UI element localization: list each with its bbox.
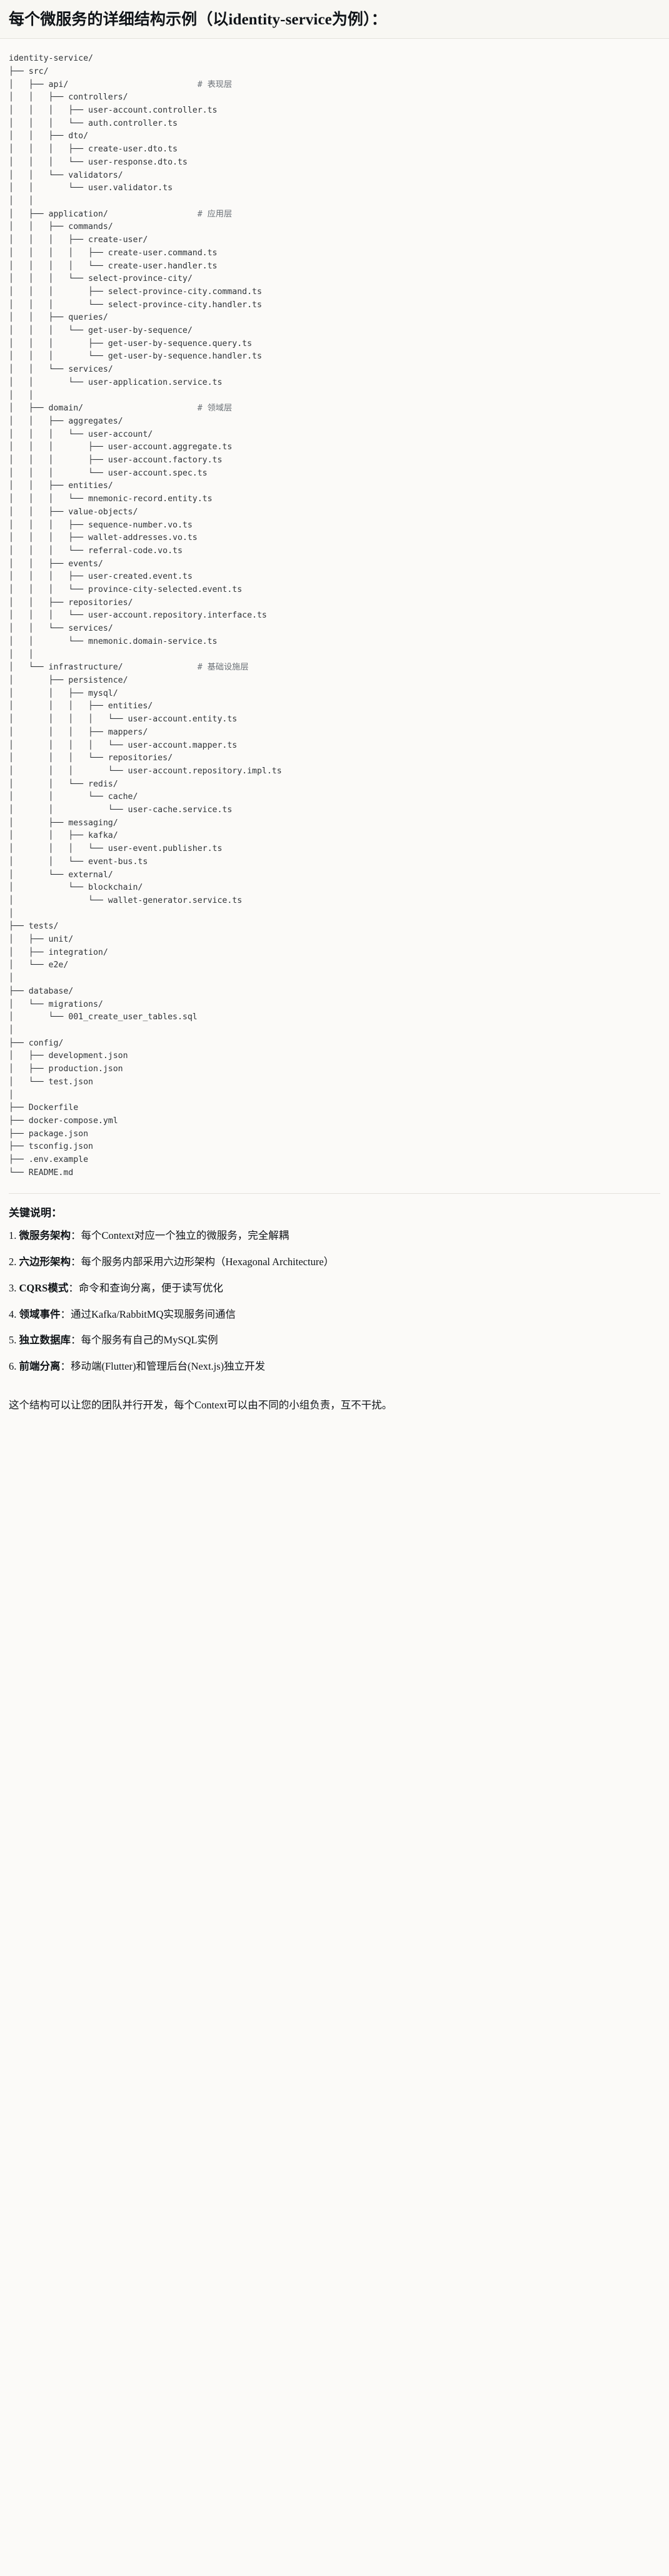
key-point-desc: ：每个服务内部采用六边形架构（Hexagonal Architecture） <box>71 1256 334 1268</box>
key-point-term: 六边形架构 <box>19 1256 71 1268</box>
directory-tree-block: identity-service/ ├── src/ │ ├── api/ # … <box>0 39 669 1193</box>
key-point-desc: ：命令和查询分离，便于读写优化 <box>68 1281 223 1294</box>
key-points-section: 关键说明： 微服务架构：每个Context对应一个独立的微服务，完全解耦 六边形… <box>0 1194 669 1392</box>
key-point-desc: ：每个服务有自己的MySQL实例 <box>71 1334 218 1347</box>
list-item: 前端分离：移动端(Flutter)和管理后台(Next.js)独立开发 <box>9 1359 660 1375</box>
list-item: 六边形架构：每个服务内部采用六边形架构（Hexagonal Architectu… <box>9 1255 660 1270</box>
tree-layer-comment: # 应用层 <box>197 209 233 219</box>
tree-layer-comment: # 领域层 <box>197 404 233 414</box>
document-header: 每个微服务的详细结构示例（以identity-service为例）： <box>0 0 669 39</box>
list-item: 微服务架构：每个Context对应一个独立的微服务，完全解耦 <box>9 1228 660 1244</box>
key-point-term: 前端分离 <box>19 1360 61 1373</box>
key-point-term: 微服务架构 <box>19 1229 71 1242</box>
key-point-desc: ：通过Kafka/RabbitMQ实现服务间通信 <box>60 1308 236 1320</box>
closing-paragraph: 这个结构可以让您的团队并行开发，每个Context可以由不同的小组负责，互不干扰… <box>9 1398 393 1411</box>
document-page: 每个微服务的详细结构示例（以identity-service为例）： ident… <box>0 0 669 1426</box>
key-points-title: 关键说明： <box>9 1207 62 1219</box>
list-item: 独立数据库：每个服务有自己的MySQL实例 <box>9 1333 660 1348</box>
tree-layer-comment: # 基础设施层 <box>197 663 249 673</box>
page-title: 每个微服务的详细结构示例（以identity-service为例）： <box>9 11 387 28</box>
key-point-term: CQRS模式 <box>19 1281 69 1294</box>
list-item: CQRS模式：命令和查询分离，便于读写优化 <box>9 1281 660 1296</box>
section-divider <box>9 1193 660 1194</box>
key-points-list: 微服务架构：每个Context对应一个独立的微服务，完全解耦 六边形架构：每个服… <box>9 1228 660 1375</box>
directory-tree: identity-service/ ├── src/ │ ├── api/ # … <box>9 54 282 1178</box>
tree-layer-comment: # 表现层 <box>197 79 233 89</box>
list-item: 领域事件：通过Kafka/RabbitMQ实现服务间通信 <box>9 1307 660 1323</box>
key-point-term: 独立数据库 <box>19 1334 71 1347</box>
key-point-desc: ：每个Context对应一个独立的微服务，完全解耦 <box>71 1229 289 1242</box>
key-point-term: 领域事件 <box>19 1308 61 1320</box>
key-point-desc: ：移动端(Flutter)和管理后台(Next.js)独立开发 <box>60 1360 266 1373</box>
